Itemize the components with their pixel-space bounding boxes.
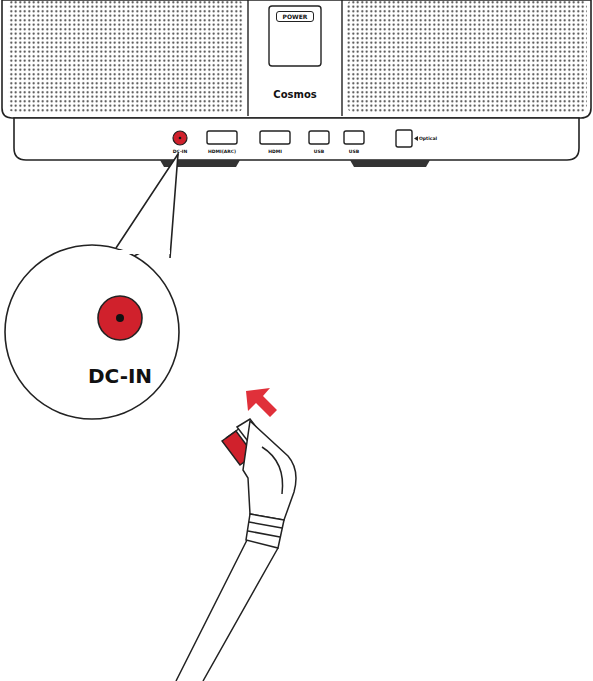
insert-arrow [246,388,277,417]
power-button [269,6,321,66]
usb-port [344,131,364,144]
port-label: HDMI [268,149,282,154]
port-label: USB [349,149,359,154]
port-label: Optical [419,136,437,141]
optical-port [396,130,412,147]
speaker-grille [347,0,587,112]
port-label: HDMI(ARC) [208,149,236,154]
node-text: POWER [283,13,308,20]
power-label: POWER [276,11,314,22]
port-strip [14,118,579,160]
zoom-circle [5,245,179,419]
dc-in-port [173,131,187,145]
dc-in-callout: DC-IN [5,245,179,419]
hdmi-port [207,131,237,144]
projector-body [2,0,591,118]
port-label: DC-IN [173,149,187,154]
usb-port [309,131,329,144]
port-label: USB [314,149,324,154]
dc-in-port-zoom [98,296,142,340]
dc-plug [176,419,296,681]
hdmi-port [260,131,290,144]
speaker-grille [8,0,243,112]
brand-name: Cosmos [273,89,316,100]
node-text: DC-IN [88,364,152,419]
